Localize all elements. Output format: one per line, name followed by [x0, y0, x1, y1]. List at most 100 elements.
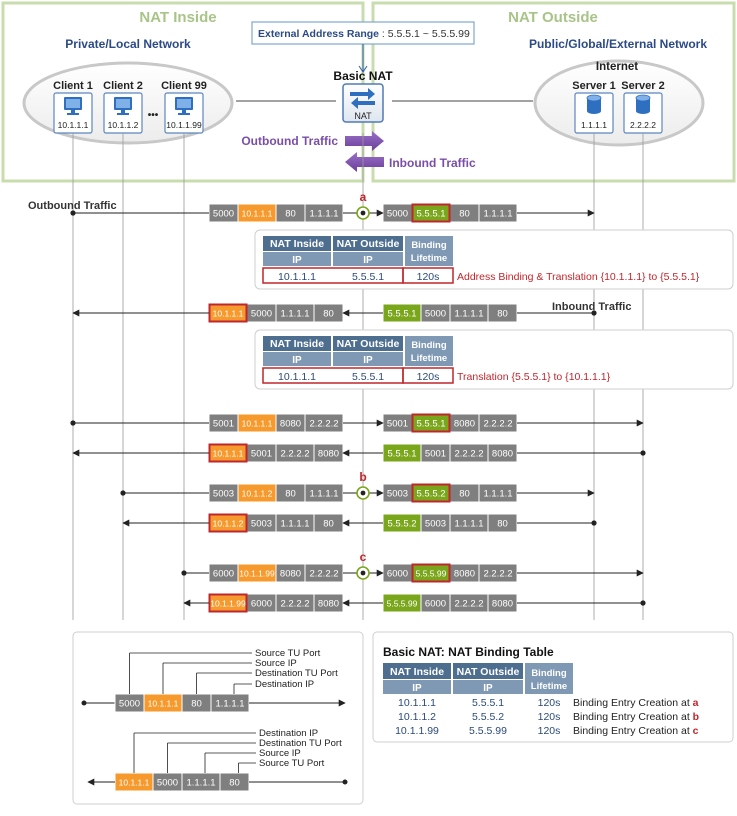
packet-cell: 5.5.5.99: [382, 593, 422, 613]
packet-cell-value: 5000: [157, 778, 178, 789]
client-ip: 10.1.1.1: [58, 120, 89, 130]
packet-cell-value: 5000: [119, 699, 140, 710]
translated-field-outline: [208, 303, 248, 323]
packet-cell-value: 5.5.5.99: [416, 569, 447, 579]
packet-cell-value: 8080: [492, 449, 513, 460]
header-nat-inside: NAT Inside: [270, 238, 324, 250]
packet-cell-value: 5000: [251, 309, 272, 320]
client-name: Client 1: [53, 80, 93, 92]
client-ellipsis: •••: [148, 110, 159, 121]
packet-cell-value: 10.1.1.1: [213, 309, 244, 319]
packet-cell: 2.2.2.2: [275, 443, 315, 463]
packet-cell: 5.5.5.1: [411, 203, 451, 223]
packet-cell-value: 6000: [213, 569, 234, 580]
summary-inside-ip: 10.1.1.99: [395, 725, 439, 737]
packet-cell-value: 10.1.1.2: [213, 519, 244, 529]
packet-cell-value: 5001: [425, 449, 446, 460]
packet-cell: 1.1.1.1: [181, 772, 221, 792]
packet-cell: 2.2.2.2: [478, 413, 518, 433]
packet-cell-value: 10.1.1.1: [242, 209, 273, 219]
translated-field-outline: [411, 483, 451, 503]
packet-cell-value: 2.2.2.2: [309, 569, 338, 580]
packet-cell: 8080: [487, 593, 518, 613]
packet-cell: 10.1.1.1: [208, 303, 248, 323]
packet-cell-value: 5003: [425, 519, 446, 530]
key-field-label: Source TU Port: [259, 758, 325, 769]
packet-cell: 2.2.2.2: [449, 443, 489, 463]
client-ip: 10.1.1.99: [166, 120, 202, 130]
outbound-legend: Outbound Traffic: [241, 131, 384, 151]
packet-cell: 2.2.2.2: [275, 593, 315, 613]
header-nat-outside: NAT Outside: [457, 666, 520, 678]
header-nat-inside: NAT Inside: [390, 666, 444, 678]
packet-cell-value: 10.1.1.1: [242, 419, 273, 429]
packet-cell-value: 10.1.1.99: [210, 599, 246, 609]
binding-inside-ip: 10.1.1.1: [278, 371, 316, 383]
packet-cell-value: 80: [229, 778, 240, 789]
packet-cell: 10.1.1.1: [114, 772, 154, 792]
server-node-2: Server 22.2.2.2: [621, 80, 665, 134]
key-field-label: Source IP: [259, 748, 301, 759]
svg-text:External Address Range : 5.5.5: External Address Range : 5.5.5.1 ~ 5.5.5…: [258, 28, 470, 40]
packet-cell: 2.2.2.2: [478, 563, 518, 583]
packet-cell: 10.1.1.99: [208, 593, 248, 613]
packet-cell-value: 1.1.1.1: [454, 519, 483, 530]
packet-cell: 1.1.1.1: [478, 483, 518, 503]
packet-cell-value: 1.1.1.1: [280, 309, 309, 320]
client-ip: 10.1.1.2: [108, 120, 139, 130]
packet-cell: 5003: [208, 483, 239, 503]
summary-title: Basic NAT: NAT Binding Table: [383, 645, 554, 659]
packet-cell-value: 5.5.5.1: [416, 209, 445, 220]
packet-cell: 5001: [246, 443, 277, 463]
database-server-icon: [635, 94, 651, 114]
packet-cell: 6000: [420, 593, 451, 613]
binding-event-marker-b: b: [356, 470, 370, 500]
client-node-2: Client 210.1.1.2: [103, 80, 143, 134]
summary-note: Binding Entry Creation at a: [573, 697, 699, 709]
internet-label: Internet: [596, 61, 638, 73]
translated-field-outline: [411, 203, 451, 223]
translated-field-outline: [208, 593, 248, 613]
header-nat-outside: NAT Outside: [337, 338, 400, 350]
packet-cell: 8080: [313, 443, 344, 463]
packet-cell-value: 1.1.1.1: [454, 309, 483, 320]
translated-field-outline: [411, 563, 451, 583]
packet-cell-value: 8080: [454, 569, 475, 580]
packet-cell-value: 5003: [251, 519, 272, 530]
packet-cell: 8080: [487, 443, 518, 463]
packet-cell: 6000: [208, 563, 239, 583]
packet-cell: 10.1.1.1: [237, 203, 277, 223]
header-ip: IP: [483, 683, 493, 694]
summary-outside-ip: 5.5.5.99: [469, 725, 507, 737]
marker-letter: c: [360, 550, 367, 564]
key-field-label: Destination TU Port: [259, 738, 342, 749]
packet-cell: 80: [449, 203, 480, 223]
packet-cell: 1.1.1.1: [210, 693, 250, 713]
key-field-label: Destination TU Port: [255, 668, 338, 679]
packet-cell-value: 2.2.2.2: [280, 599, 309, 610]
basic-nat-title: Basic NAT: [333, 69, 393, 83]
packet-cell: 10.1.1.2: [237, 483, 277, 503]
packet-cell: 5.5.5.2: [382, 513, 422, 533]
packet-cell-value: 5000: [387, 209, 408, 220]
packet-cell-value: 5003: [387, 489, 408, 500]
packet-cell-value: 8080: [454, 419, 475, 430]
nat-device: Basic NAT NAT: [333, 69, 393, 123]
summary-lifetime: 120s: [538, 697, 561, 709]
nat-outside-title: NAT Outside: [508, 9, 598, 26]
